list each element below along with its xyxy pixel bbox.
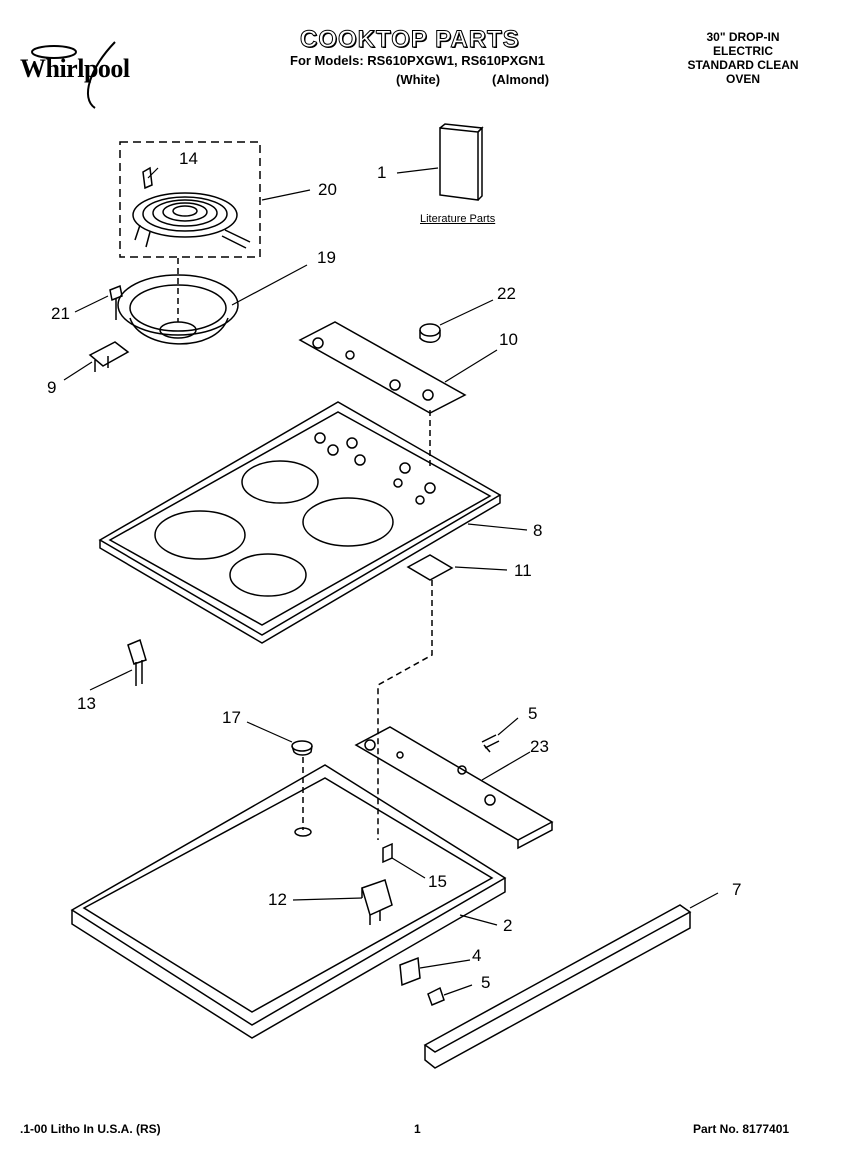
page-title: COOKTOP PARTS: [300, 26, 520, 54]
whirlpool-swirl-icon: [31, 41, 116, 109]
whirlpool-logo: Whirlpool: [20, 38, 180, 118]
callout-11: 11: [514, 561, 532, 580]
callout-4: 4: [472, 946, 482, 965]
grommet: [291, 740, 313, 756]
callout-9: 9: [47, 378, 57, 397]
variant-almond: (Almond): [492, 72, 550, 87]
callout-20: 20: [318, 180, 337, 199]
callout-22: 22: [497, 284, 516, 303]
literature-book: [439, 123, 484, 201]
oven-line: STANDARD CLEAN: [687, 58, 799, 72]
callout-2: 2: [503, 916, 513, 935]
mounting-bracket: [354, 726, 554, 850]
variant-white: (White): [396, 72, 441, 87]
oven-line: OVEN: [725, 72, 760, 86]
page-number: 1: [414, 1122, 421, 1136]
heat-shield: [406, 554, 454, 581]
oven-line: 30" DROP-IN: [706, 30, 780, 44]
retaining-clip: [127, 638, 147, 686]
screw-icon: [109, 284, 123, 320]
callout-21: 21: [51, 304, 70, 323]
callout-14: 14: [179, 149, 198, 168]
control-panel-plate: [298, 321, 467, 414]
callout-7: 7: [732, 880, 742, 899]
screw-icon: [427, 986, 445, 1006]
trim-rail: [423, 904, 692, 1069]
callout-8: 8: [533, 521, 543, 540]
cooktop-surface: [98, 401, 502, 644]
callout-13: 13: [77, 694, 96, 713]
receptacle-block: [88, 341, 130, 372]
oven-line: ELECTRIC: [713, 44, 773, 58]
models-line: For Models: RS610PXGW1, RS610PXGN1: [290, 53, 546, 68]
footer-litho: .1-00 Litho In U.S.A. (RS): [20, 1122, 161, 1136]
callout-5: 5: [528, 704, 538, 723]
terminal-block-icon: [142, 166, 153, 190]
screw-icon: [481, 734, 500, 753]
callout-19: 19: [317, 248, 336, 267]
callout-10: 10: [499, 330, 518, 349]
callout-17: 17: [222, 708, 241, 727]
mounting-clip: [399, 956, 421, 987]
part-number: Part No. 8177401: [693, 1122, 790, 1136]
callout-5: 5: [481, 973, 491, 992]
callout-15: 15: [428, 872, 447, 891]
oven-description: 30" DROP-IN ELECTRIC STANDARD CLEAN OVEN: [668, 30, 818, 86]
cooktop-base-pan: [70, 764, 507, 1039]
screw-icon: [382, 842, 393, 864]
control-knob: [419, 323, 441, 343]
surface-element-assembly: [119, 141, 261, 258]
callout-23: 23: [530, 737, 549, 756]
leader-lines: [63, 167, 719, 996]
drip-bowl: [117, 258, 239, 345]
callout-1: 1: [377, 163, 387, 182]
literature-parts-label: Literature Parts: [420, 213, 496, 225]
callout-12: 12: [268, 890, 287, 909]
brand-name: Whirlpool: [20, 54, 130, 83]
infinite-switch: [361, 879, 393, 925]
